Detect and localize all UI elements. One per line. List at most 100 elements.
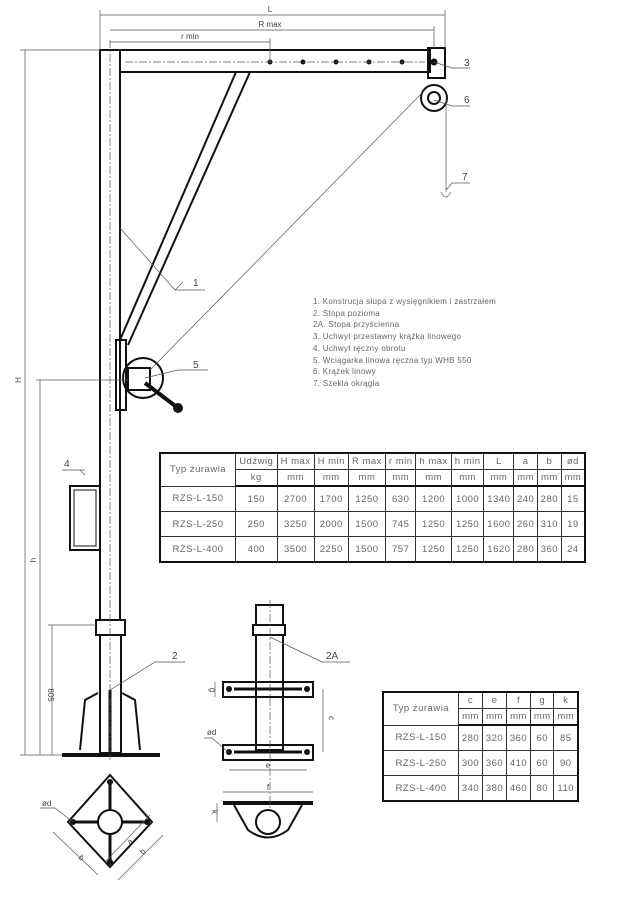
table-cell: 85 bbox=[553, 724, 579, 751]
table-cell: 300 bbox=[457, 750, 484, 776]
header-cell: H min bbox=[313, 452, 349, 470]
header-cell: Typ żurawia bbox=[159, 452, 236, 487]
header-cell: h min bbox=[450, 452, 485, 470]
header-cell: f bbox=[506, 691, 532, 709]
table-cell: RZS-L-250 bbox=[159, 511, 236, 537]
base-plate-top-view bbox=[66, 773, 154, 869]
header-cell: ød bbox=[560, 452, 586, 470]
table-cell: 3500 bbox=[276, 536, 315, 563]
dim-R-max: R max bbox=[258, 20, 281, 29]
header-cell: e bbox=[482, 691, 508, 709]
dim-h: h bbox=[29, 558, 38, 562]
table-cell: 280 bbox=[537, 485, 562, 512]
winch-handle bbox=[143, 381, 180, 410]
unit-cell: kg bbox=[235, 469, 278, 487]
dim-e: e bbox=[266, 761, 271, 770]
table-cell: 2700 bbox=[276, 485, 315, 512]
table-cell: 80 bbox=[530, 775, 555, 802]
table-cell: 2250 bbox=[313, 536, 349, 563]
table-cell: 360 bbox=[537, 536, 562, 563]
table-cell: 1200 bbox=[415, 485, 452, 512]
header-cell: R max bbox=[347, 452, 387, 470]
wall-bracket-upper bbox=[222, 681, 314, 698]
callout-5: 5 bbox=[193, 360, 199, 371]
legend-item: 2A. Stopa przyścienna bbox=[313, 320, 400, 330]
unit-cell: mm bbox=[347, 469, 387, 487]
table-cell: 460 bbox=[506, 775, 532, 802]
legend-item: 6. Krążek linowy bbox=[313, 367, 377, 377]
legend-item: 3. Uchwyt przestawny krążka linowego bbox=[313, 332, 462, 342]
header-cell: g bbox=[530, 691, 555, 709]
table-cell: 90 bbox=[553, 750, 579, 776]
table-cell: 1250 bbox=[347, 485, 387, 512]
legend-item: 5. Wciągarka linowa ręczna typ WHB 550 bbox=[313, 355, 472, 365]
table-cell: 1340 bbox=[483, 485, 515, 512]
callout-2A: 2A bbox=[326, 651, 339, 662]
callout-2: 2 bbox=[172, 651, 178, 662]
table-cell: 1250 bbox=[450, 511, 485, 537]
unit-cell: mm bbox=[450, 469, 485, 487]
table-cell: RZS-L-250 bbox=[382, 750, 459, 776]
dim-g: g bbox=[208, 688, 217, 692]
table-cell: 320 bbox=[482, 724, 508, 751]
unit-cell: mm bbox=[506, 708, 532, 726]
table-cell: 1620 bbox=[483, 536, 515, 563]
table-cell: 360 bbox=[482, 750, 508, 776]
table-cell: RZS-L-400 bbox=[382, 775, 459, 802]
table-cell: 1700 bbox=[313, 485, 349, 512]
wall-bracket-lower bbox=[222, 744, 314, 761]
table-cell: 280 bbox=[513, 536, 538, 563]
table-cell: 2000 bbox=[313, 511, 349, 537]
legend-item: 1. Konstrucja słupa z wysięgnikiem i zas… bbox=[313, 297, 497, 306]
dim-H: H bbox=[14, 377, 23, 383]
callout-1: 1 bbox=[193, 278, 199, 289]
dim-605: 605 bbox=[46, 688, 55, 702]
table-cell: 110 bbox=[553, 775, 579, 802]
dim-L: L bbox=[268, 5, 273, 14]
unit-cell: mm bbox=[513, 469, 538, 487]
callout-7: 7 bbox=[462, 172, 468, 183]
unit-cell: mm bbox=[385, 469, 417, 487]
unit-cell: mm bbox=[553, 708, 579, 726]
jib-arm bbox=[119, 49, 431, 73]
table-cell: 150 bbox=[235, 485, 278, 512]
dim-k: k bbox=[210, 810, 219, 815]
pulley bbox=[420, 84, 448, 112]
table-cell: 1000 bbox=[450, 485, 485, 512]
legend-item: 4. Uchwyt ręczny obrotu bbox=[313, 343, 406, 353]
table-cell: 340 bbox=[457, 775, 484, 802]
header-cell: Typ żurawia bbox=[382, 691, 459, 726]
table-cell: 1250 bbox=[415, 536, 452, 563]
table-cell: 630 bbox=[385, 485, 417, 512]
unit-cell: mm bbox=[415, 469, 452, 487]
table-cell: 250 bbox=[235, 511, 278, 537]
unit-cell: mm bbox=[537, 469, 562, 487]
table-cell: 360 bbox=[506, 724, 532, 751]
dim-od-base: ød bbox=[42, 799, 51, 808]
unit-cell: mm bbox=[560, 469, 586, 487]
table-cell: 240 bbox=[513, 485, 538, 512]
table-cell: 400 bbox=[235, 536, 278, 563]
legend-item: 2. Stopa pozioma bbox=[313, 308, 381, 318]
table-cell: 745 bbox=[385, 511, 417, 537]
trolley-bracket bbox=[427, 47, 446, 79]
table-cell: 1600 bbox=[483, 511, 515, 537]
callout-4: 4 bbox=[64, 459, 70, 470]
header-cell: Udźwig bbox=[235, 452, 278, 470]
unit-cell: mm bbox=[276, 469, 315, 487]
table-cell: 1250 bbox=[415, 511, 452, 537]
header-cell: r min bbox=[385, 452, 417, 470]
table-cell: 1500 bbox=[347, 511, 387, 537]
table-cell: 310 bbox=[537, 511, 562, 537]
header-cell: a bbox=[513, 452, 538, 470]
